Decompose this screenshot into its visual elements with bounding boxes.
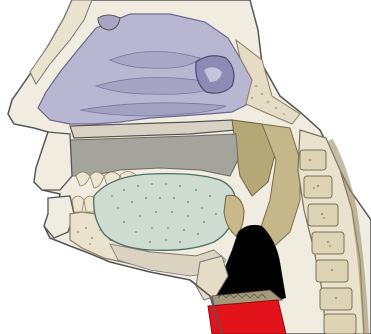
tongue	[94, 174, 236, 251]
